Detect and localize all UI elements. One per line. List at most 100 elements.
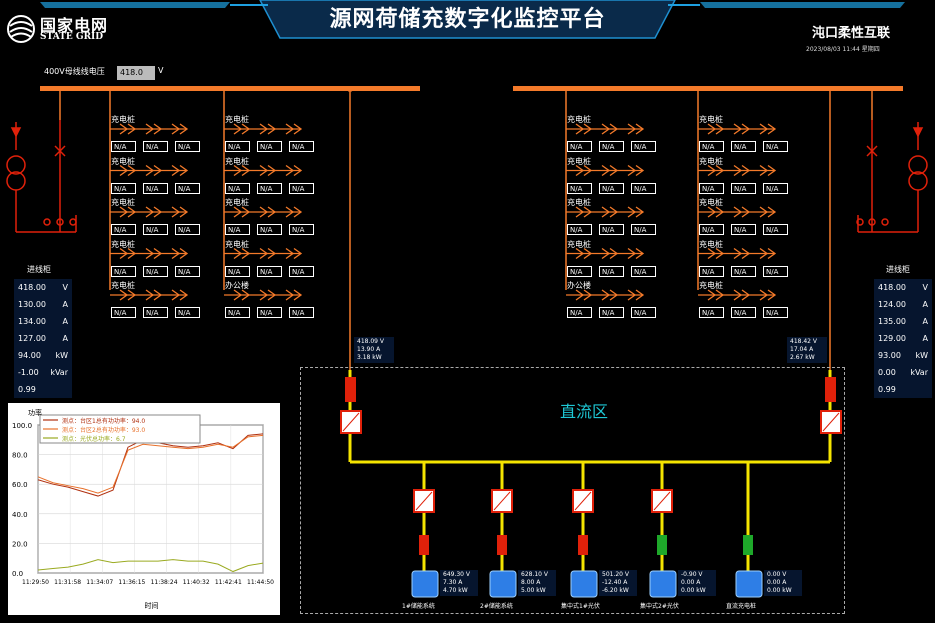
pile-value-field[interactable]: N/A [731,182,756,194]
pile-value-field[interactable]: N/A [111,265,136,277]
pile-value-field[interactable]: N/A [257,141,282,152]
device-icon [489,570,517,598]
meter-unit: kW [915,351,928,360]
pile-label: 充电桩 [111,115,135,124]
meter-value: 130.00 [18,300,46,309]
pile-value-field[interactable]: N/A [631,265,656,277]
meter-value: -1.00 [18,368,39,377]
pile-value-field[interactable]: N/A [567,224,592,235]
pile-value-field[interactable]: N/A [699,265,724,277]
pile-value-field[interactable]: N/A [763,182,788,194]
pile-value-field[interactable]: N/A [225,307,250,318]
readout-line: 7.30 A [443,579,463,586]
pile-value-field[interactable]: N/A [699,224,724,235]
pile-value-field[interactable]: N/A [111,141,136,152]
pile-value-field[interactable]: N/A [111,224,136,235]
readout-line: 4.70 kW [443,587,468,594]
meter-row: 135.00 A [874,313,932,330]
readout-line: 0.00 A [767,579,787,586]
pile-value-field[interactable]: N/A [631,224,656,235]
pile-value-field[interactable]: N/A [731,141,756,152]
readout-line: 649.30 V [443,571,471,578]
pile-value-field[interactable]: N/A [567,182,592,194]
meter-value: 135.00 [878,317,906,326]
pile-value-field[interactable]: N/A [111,182,136,194]
pile-label: 充电桩 [225,156,249,166]
pile-value-field[interactable]: N/A [599,265,624,277]
pile-value-field[interactable]: N/A [567,265,592,277]
pile-value-field[interactable]: N/A [175,141,200,152]
pile-value-field[interactable]: N/A [599,307,624,318]
pile-value-field[interactable]: N/A [175,265,200,277]
pile-label: 充电桩 [567,198,591,207]
pile-value-field[interactable]: N/A [599,182,624,194]
pile-value-field[interactable]: N/A [257,224,282,235]
pile-value-field[interactable]: N/A [143,141,168,152]
pile-value-field[interactable]: N/A [731,307,756,318]
pile-value-field[interactable]: N/A [225,265,250,277]
pile-value-field[interactable]: N/A [699,307,724,318]
meter-unit: kW [55,351,68,360]
pile-label: 充电桩 [567,239,591,249]
right-busbar [513,86,903,91]
readout-line: 3.18 kW [357,354,382,361]
pile-value-field[interactable]: N/A [599,224,624,235]
device-label: 2#储能系统 [480,603,513,610]
incoming-cabinet-label-left: 进线柜 [27,265,51,274]
bus-voltage-field[interactable]: 418.0 [117,66,155,80]
pile-value-field[interactable]: N/A [225,224,250,235]
pile-value-field[interactable]: N/A [143,224,168,235]
pile-value-field[interactable]: N/A [631,307,656,318]
pile-label: 充电桩 [225,198,249,207]
pile-value-field[interactable]: N/A [599,141,624,152]
pile-value-field[interactable]: N/A [257,182,282,194]
pile-value-field[interactable]: N/A [111,307,136,318]
pile-value-field[interactable]: N/A [143,265,168,277]
pile-value-field[interactable]: N/A [175,307,200,318]
dc-zone-frame [300,367,845,614]
pile-value-field[interactable]: N/A [699,141,724,152]
pile-value-field[interactable]: N/A [567,141,592,152]
pile-value-field[interactable]: N/A [567,307,592,318]
pile-value-field[interactable]: N/A [257,265,282,277]
readout-line: -12.40 A [602,579,628,586]
pile-value-field[interactable]: N/A [289,141,314,152]
x-tick-label: 11:44:50 [247,579,274,586]
pile-value-field[interactable]: N/A [225,141,250,152]
pile-value-field[interactable]: N/A [631,141,656,152]
device-icon [649,570,677,598]
meter-unit: A [922,317,928,326]
pile-value-field[interactable]: N/A [175,224,200,235]
pile-label: 充电桩 [111,281,135,290]
pile-value-field[interactable]: N/A [763,141,788,152]
pile-value-field[interactable]: N/A [257,307,282,318]
pile-value-field[interactable]: N/A [731,224,756,235]
pile-value-field[interactable]: N/A [225,182,250,194]
readout-line: 17.04 A [790,346,814,353]
meter-unit: A [62,300,68,309]
pile-value-field[interactable]: N/A [143,307,168,318]
timestamp: 2023/08/03 11:44 星期四 [806,46,880,53]
device-readout: 501.20 V-12.40 A-6.20 kW [599,570,637,596]
pile-value-field[interactable]: N/A [731,265,756,277]
pile-value-field[interactable]: N/A [763,224,788,235]
pile-value-field[interactable]: N/A [289,224,314,235]
pile-value-field[interactable]: N/A [631,182,656,194]
pile-value-field[interactable]: N/A [175,182,200,194]
meter-unit: V [62,283,68,292]
pile-value-field[interactable]: N/A [289,182,314,194]
pile-value-field[interactable]: N/A [289,307,314,318]
pile-value-field[interactable]: N/A [289,265,314,277]
pile-value-field[interactable]: N/A [699,182,724,194]
pile-value-field[interactable]: N/A [763,307,788,318]
pile-value-field[interactable]: N/A [143,182,168,194]
pile-value-field[interactable]: N/A [763,265,788,277]
y-tick-label: 0.0 [12,570,23,578]
